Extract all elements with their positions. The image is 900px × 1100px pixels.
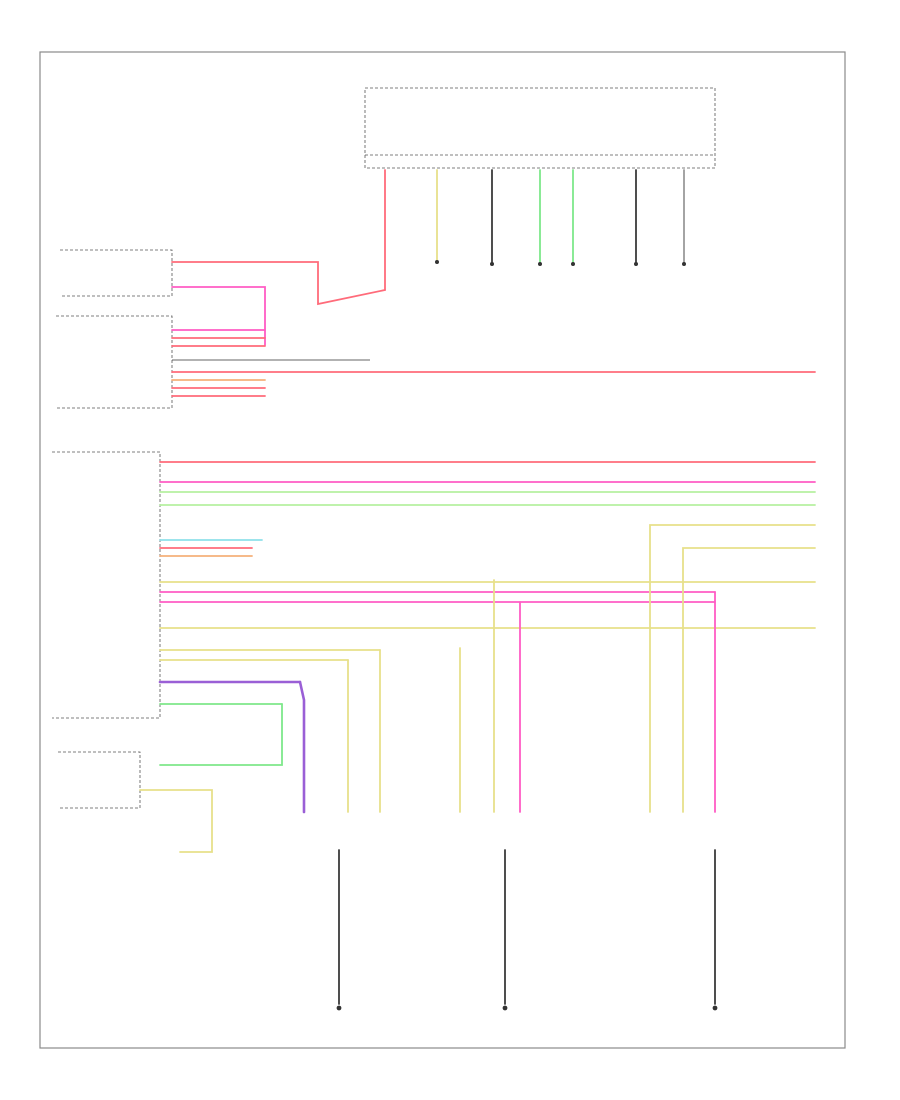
top-module <box>364 87 716 169</box>
left-lower-box <box>52 451 816 719</box>
left-mid-box <box>56 315 816 409</box>
diagram-frame <box>39 51 846 1049</box>
top-drop-wires <box>384 169 686 291</box>
right-wires <box>159 524 816 814</box>
left-bottom-box <box>58 751 213 853</box>
left-top-box <box>60 249 386 346</box>
bottom-grounds <box>336 849 718 1011</box>
